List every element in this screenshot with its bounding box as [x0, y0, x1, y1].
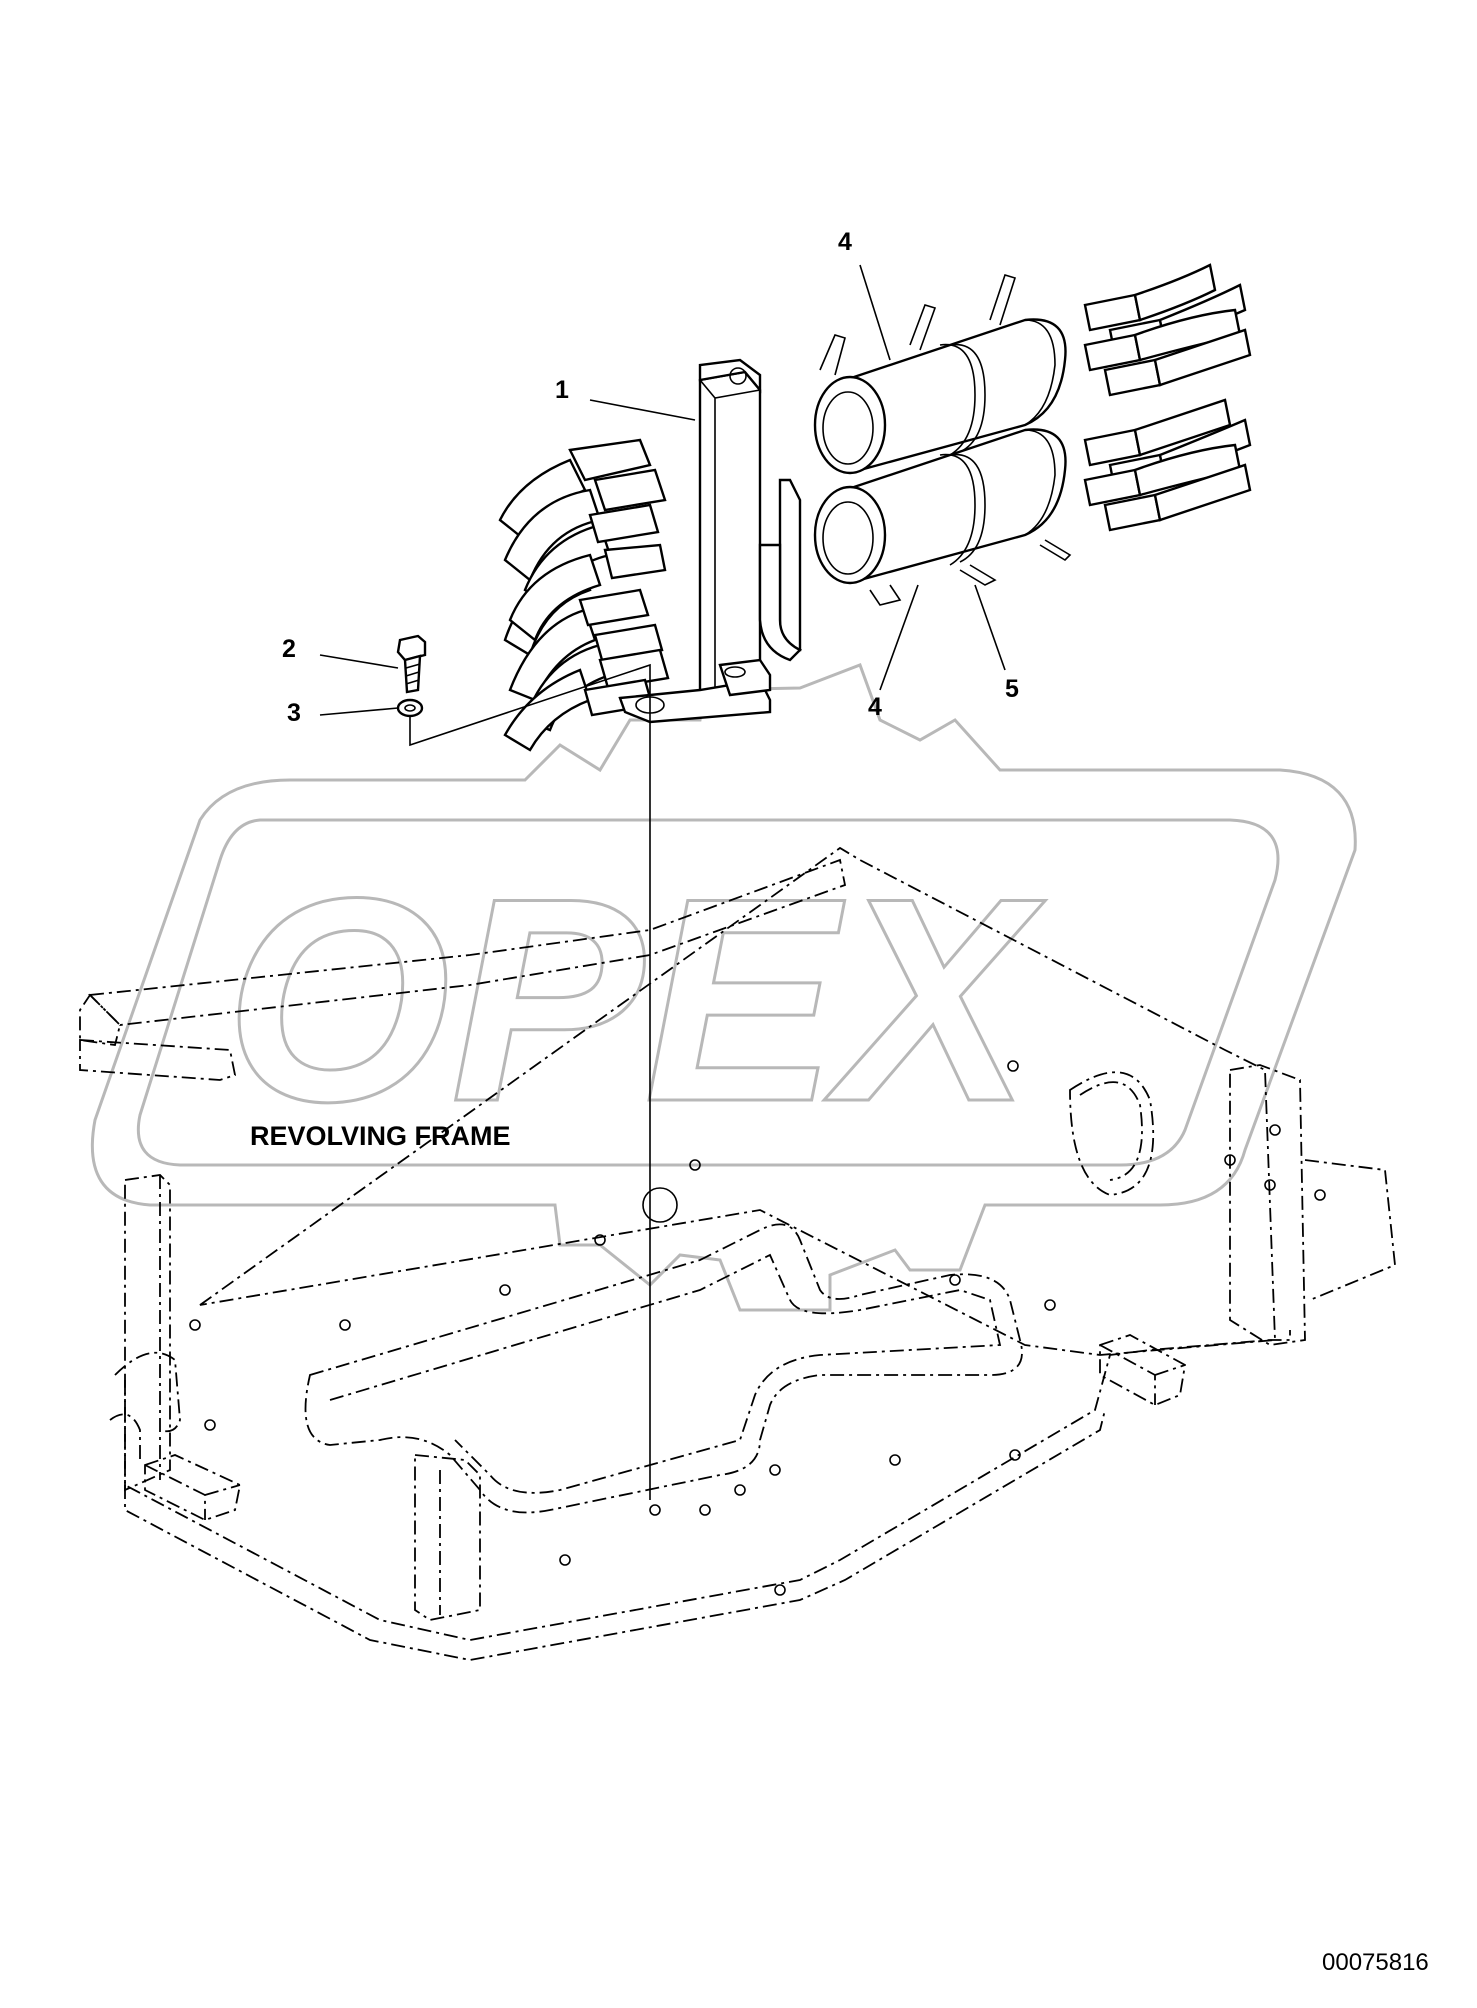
frame-block-right-top — [1099, 1344, 1186, 1405]
callout-2: 2 — [282, 635, 296, 663]
frame-bolt-holes — [189, 1060, 1326, 1596]
callout-3: 3 — [287, 699, 301, 727]
frame-left-hook — [114, 1351, 181, 1433]
callout-5: 5 — [1005, 675, 1019, 703]
frame-right-ring — [1069, 1071, 1155, 1196]
bracket-rod — [778, 478, 802, 652]
frame-block-front-left — [144, 1454, 242, 1521]
watermark-gear-outline — [90, 663, 1357, 1312]
clamp-cylinder-upper — [813, 318, 1067, 475]
callout-4-upper: 4 — [838, 228, 852, 256]
bolt — [396, 634, 427, 694]
frame-right-upright — [1229, 1064, 1306, 1346]
frame-center-opening-inner — [329, 1253, 1002, 1494]
frame-bottom-plate-lower — [124, 1409, 1106, 1661]
clamp-cylinder-lower — [813, 428, 1067, 585]
frame-right-box — [1304, 1159, 1396, 1301]
watermark-logo: OPEX — [90, 663, 1357, 1312]
frame-right-ring-inner — [1079, 1081, 1143, 1181]
watermark-inner-outline — [136, 818, 1280, 1167]
frame-left-beam-end — [79, 993, 121, 1047]
frame-left-beam-end2 — [79, 1039, 237, 1081]
bracket-tab-right — [718, 658, 772, 697]
bracket-rod-upper — [758, 543, 803, 662]
frame-left-notch — [109, 1413, 141, 1460]
frame-left-upright — [124, 1174, 171, 1492]
frame-center-opening — [304, 1223, 1023, 1514]
callout-4-lower: 4 — [868, 693, 882, 721]
revolving-frame — [79, 846, 1396, 1661]
frame-front-post — [414, 1454, 481, 1621]
callout-1: 1 — [555, 376, 569, 404]
assembly-label: REVOLVING FRAME — [250, 1121, 511, 1151]
hose-assembly-left — [498, 438, 670, 752]
bracket-upright — [698, 370, 762, 702]
leader-lines — [319, 264, 1006, 1500]
clamp-bracket — [618, 358, 803, 724]
frame-top-deck — [199, 846, 1276, 1356]
callout-labels: 1 2 3 4 4 5 — [282, 228, 1019, 727]
frame-left-beam — [88, 858, 847, 1026]
clamp-straps — [819, 274, 1072, 606]
frame-block-right — [1099, 1334, 1186, 1406]
washer — [396, 698, 424, 718]
watermark-text: OPEX — [225, 838, 1046, 1162]
hose-assembly-right — [1083, 263, 1252, 532]
frame-bottom-plate — [124, 1330, 1291, 1641]
drawing-number: 00075816 — [1322, 1949, 1429, 1976]
frame-block-front-left-top — [144, 1464, 241, 1520]
